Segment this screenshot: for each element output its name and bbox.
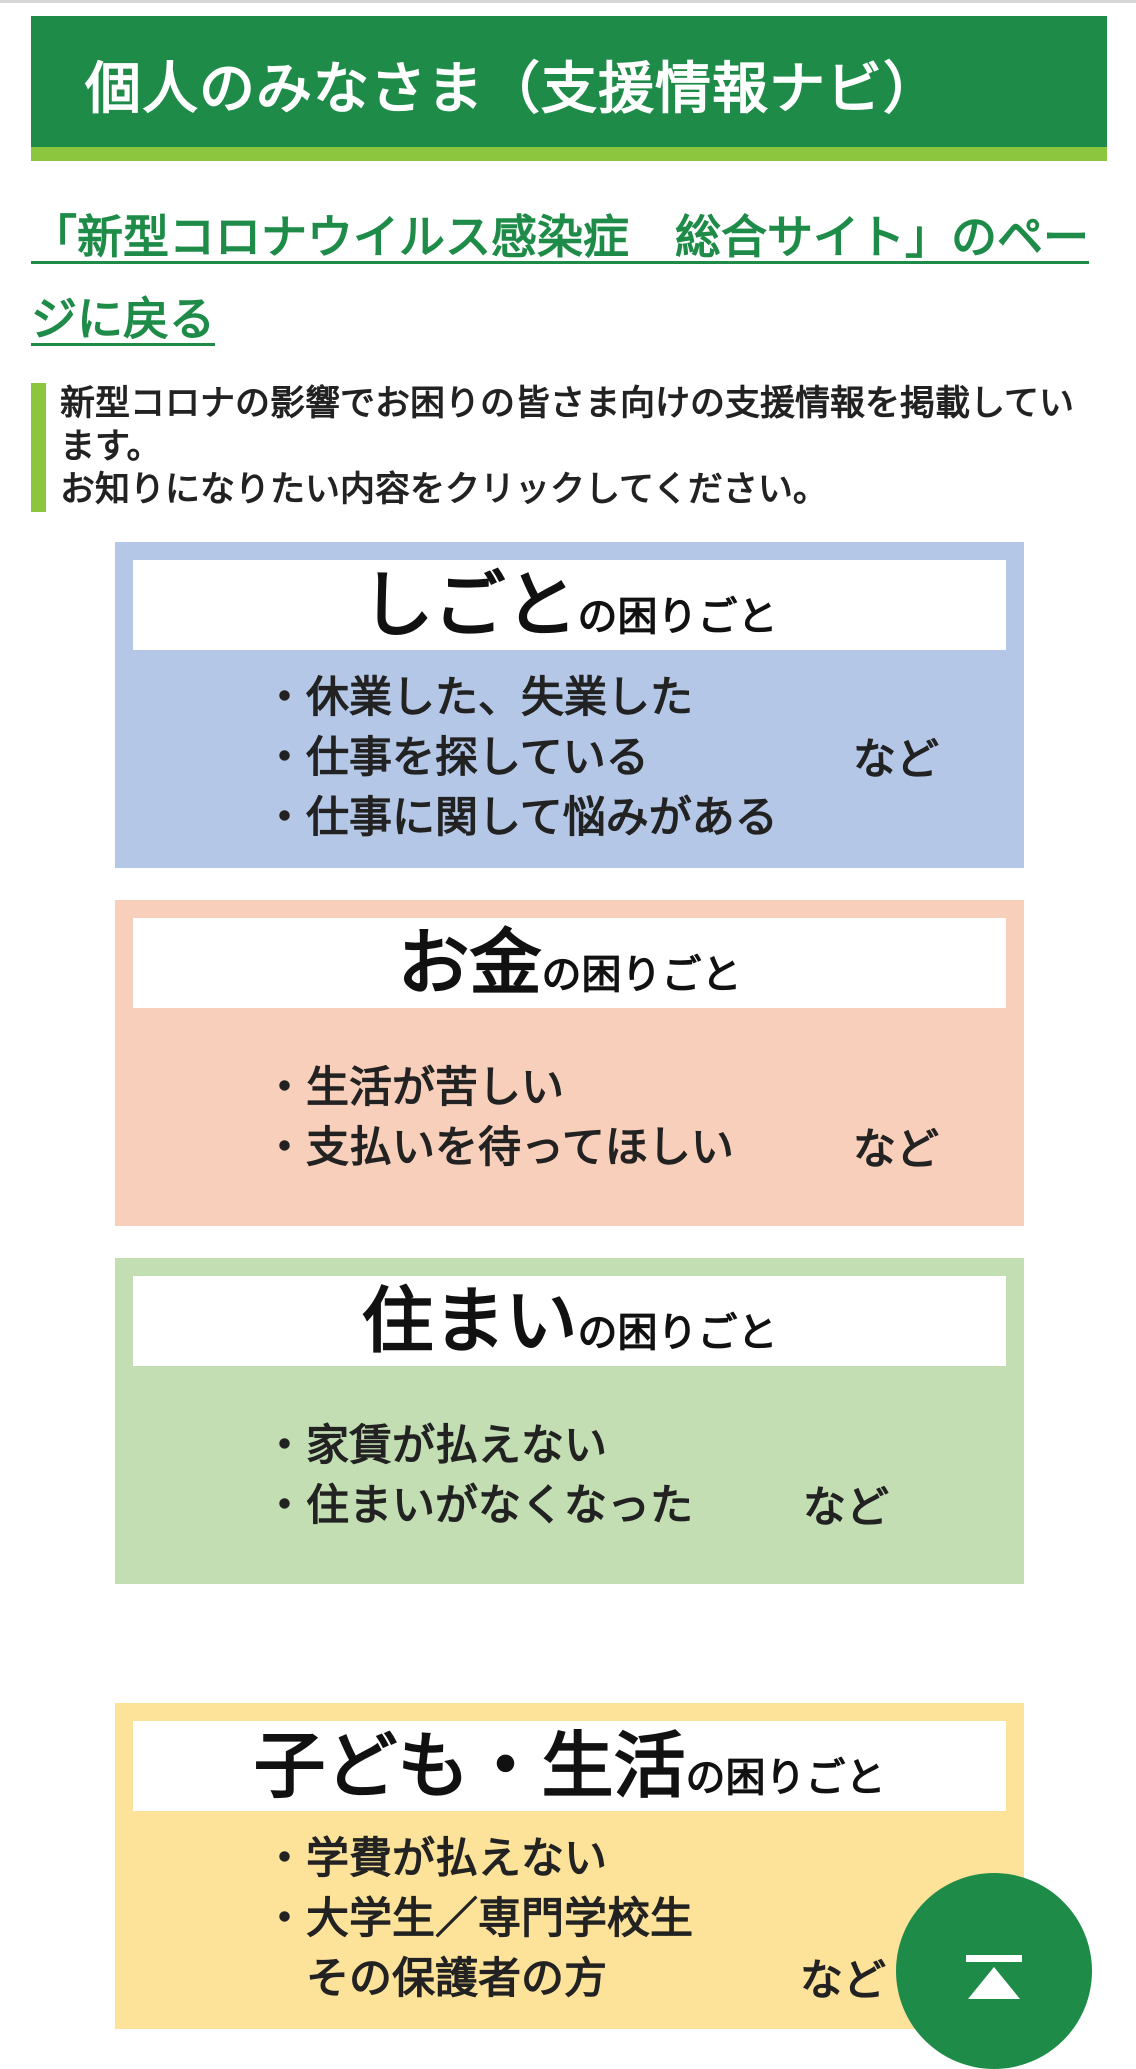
category-title-suffix: の困りごと (685, 1755, 886, 1801)
category-title-main: しごと (361, 563, 578, 647)
category-etc-label: など (853, 735, 939, 785)
category-title-suffix: の困りごと (541, 952, 742, 998)
list-item: 大学生／専門学校生 (263, 1889, 693, 1949)
category-title: しごとの困りごと (133, 560, 1006, 650)
category-items: 休業した、失業した 仕事を探している 仕事に関して悩みがある (263, 668, 778, 848)
intro-line-1: 新型コロナの影響でお困りの皆さま向けの支援情報を掲載しています。 (60, 384, 1074, 467)
list-item: 生活が苦しい (263, 1058, 734, 1118)
list-item: 支払いを待ってほしい (263, 1118, 734, 1178)
intro-line-2: お知りになりたい内容をクリックしてください。 (60, 470, 828, 510)
list-item: 休業した、失業した (263, 668, 778, 728)
category-title-suffix: の困りごと (577, 594, 778, 640)
list-item: 仕事に関して悩みがある (263, 788, 778, 848)
category-title-main: 住まい (361, 1279, 578, 1363)
page-header: 個人のみなさま（支援情報ナビ） (31, 16, 1107, 161)
arrow-to-top-icon (966, 1955, 1022, 1999)
list-item: その保護者の方 (306, 1954, 607, 2004)
category-work-card[interactable]: しごとの困りごと 休業した、失業した 仕事を探している 仕事に関して悩みがある … (115, 542, 1024, 868)
category-title-suffix: の困りごと (577, 1310, 778, 1356)
list-item: 住まいがなくなった (263, 1476, 693, 1536)
category-items: 家賃が払えない 住まいがなくなった (263, 1416, 693, 1536)
category-title: お金の困りごと (133, 918, 1006, 1008)
category-title: 子ども・生活の困りごと (133, 1721, 1006, 1811)
category-housing-card[interactable]: 住まいの困りごと 家賃が払えない 住まいがなくなった など (115, 1258, 1024, 1584)
list-item: 仕事を探している (263, 728, 778, 788)
category-money-card[interactable]: お金の困りごと 生活が苦しい 支払いを待ってほしい など (115, 900, 1024, 1226)
intro-text: 新型コロナの影響でお困りの皆さま向けの支援情報を掲載しています。 お知りになりた… (31, 383, 1107, 512)
list-item: 学費が払えない (263, 1829, 693, 1889)
list-item: 家賃が払えない (263, 1416, 693, 1476)
category-etc-label: など (800, 1956, 886, 2006)
category-title-main: お金 (397, 921, 542, 1005)
category-items: 学費が払えない 大学生／専門学校生 その保護者の方 (263, 1829, 693, 2009)
category-kids-life-card[interactable]: 子ども・生活の困りごと 学費が払えない 大学生／専門学校生 その保護者の方 など (115, 1703, 1024, 2029)
back-to-top-site-link[interactable]: 「新型コロナウイルス感染症 総合サイト」のページに戻る (31, 210, 1089, 346)
category-etc-label: など (803, 1483, 889, 1533)
top-divider (0, 0, 1136, 3)
category-items: 生活が苦しい 支払いを待ってほしい (263, 1058, 734, 1178)
page-title: 個人のみなさま（支援情報ナビ） (85, 57, 940, 122)
category-etc-label: など (853, 1125, 939, 1175)
scroll-to-top-button[interactable] (896, 1873, 1092, 2069)
category-title: 住まいの困りごと (133, 1276, 1006, 1366)
category-title-main: 子ども・生活 (253, 1724, 686, 1808)
